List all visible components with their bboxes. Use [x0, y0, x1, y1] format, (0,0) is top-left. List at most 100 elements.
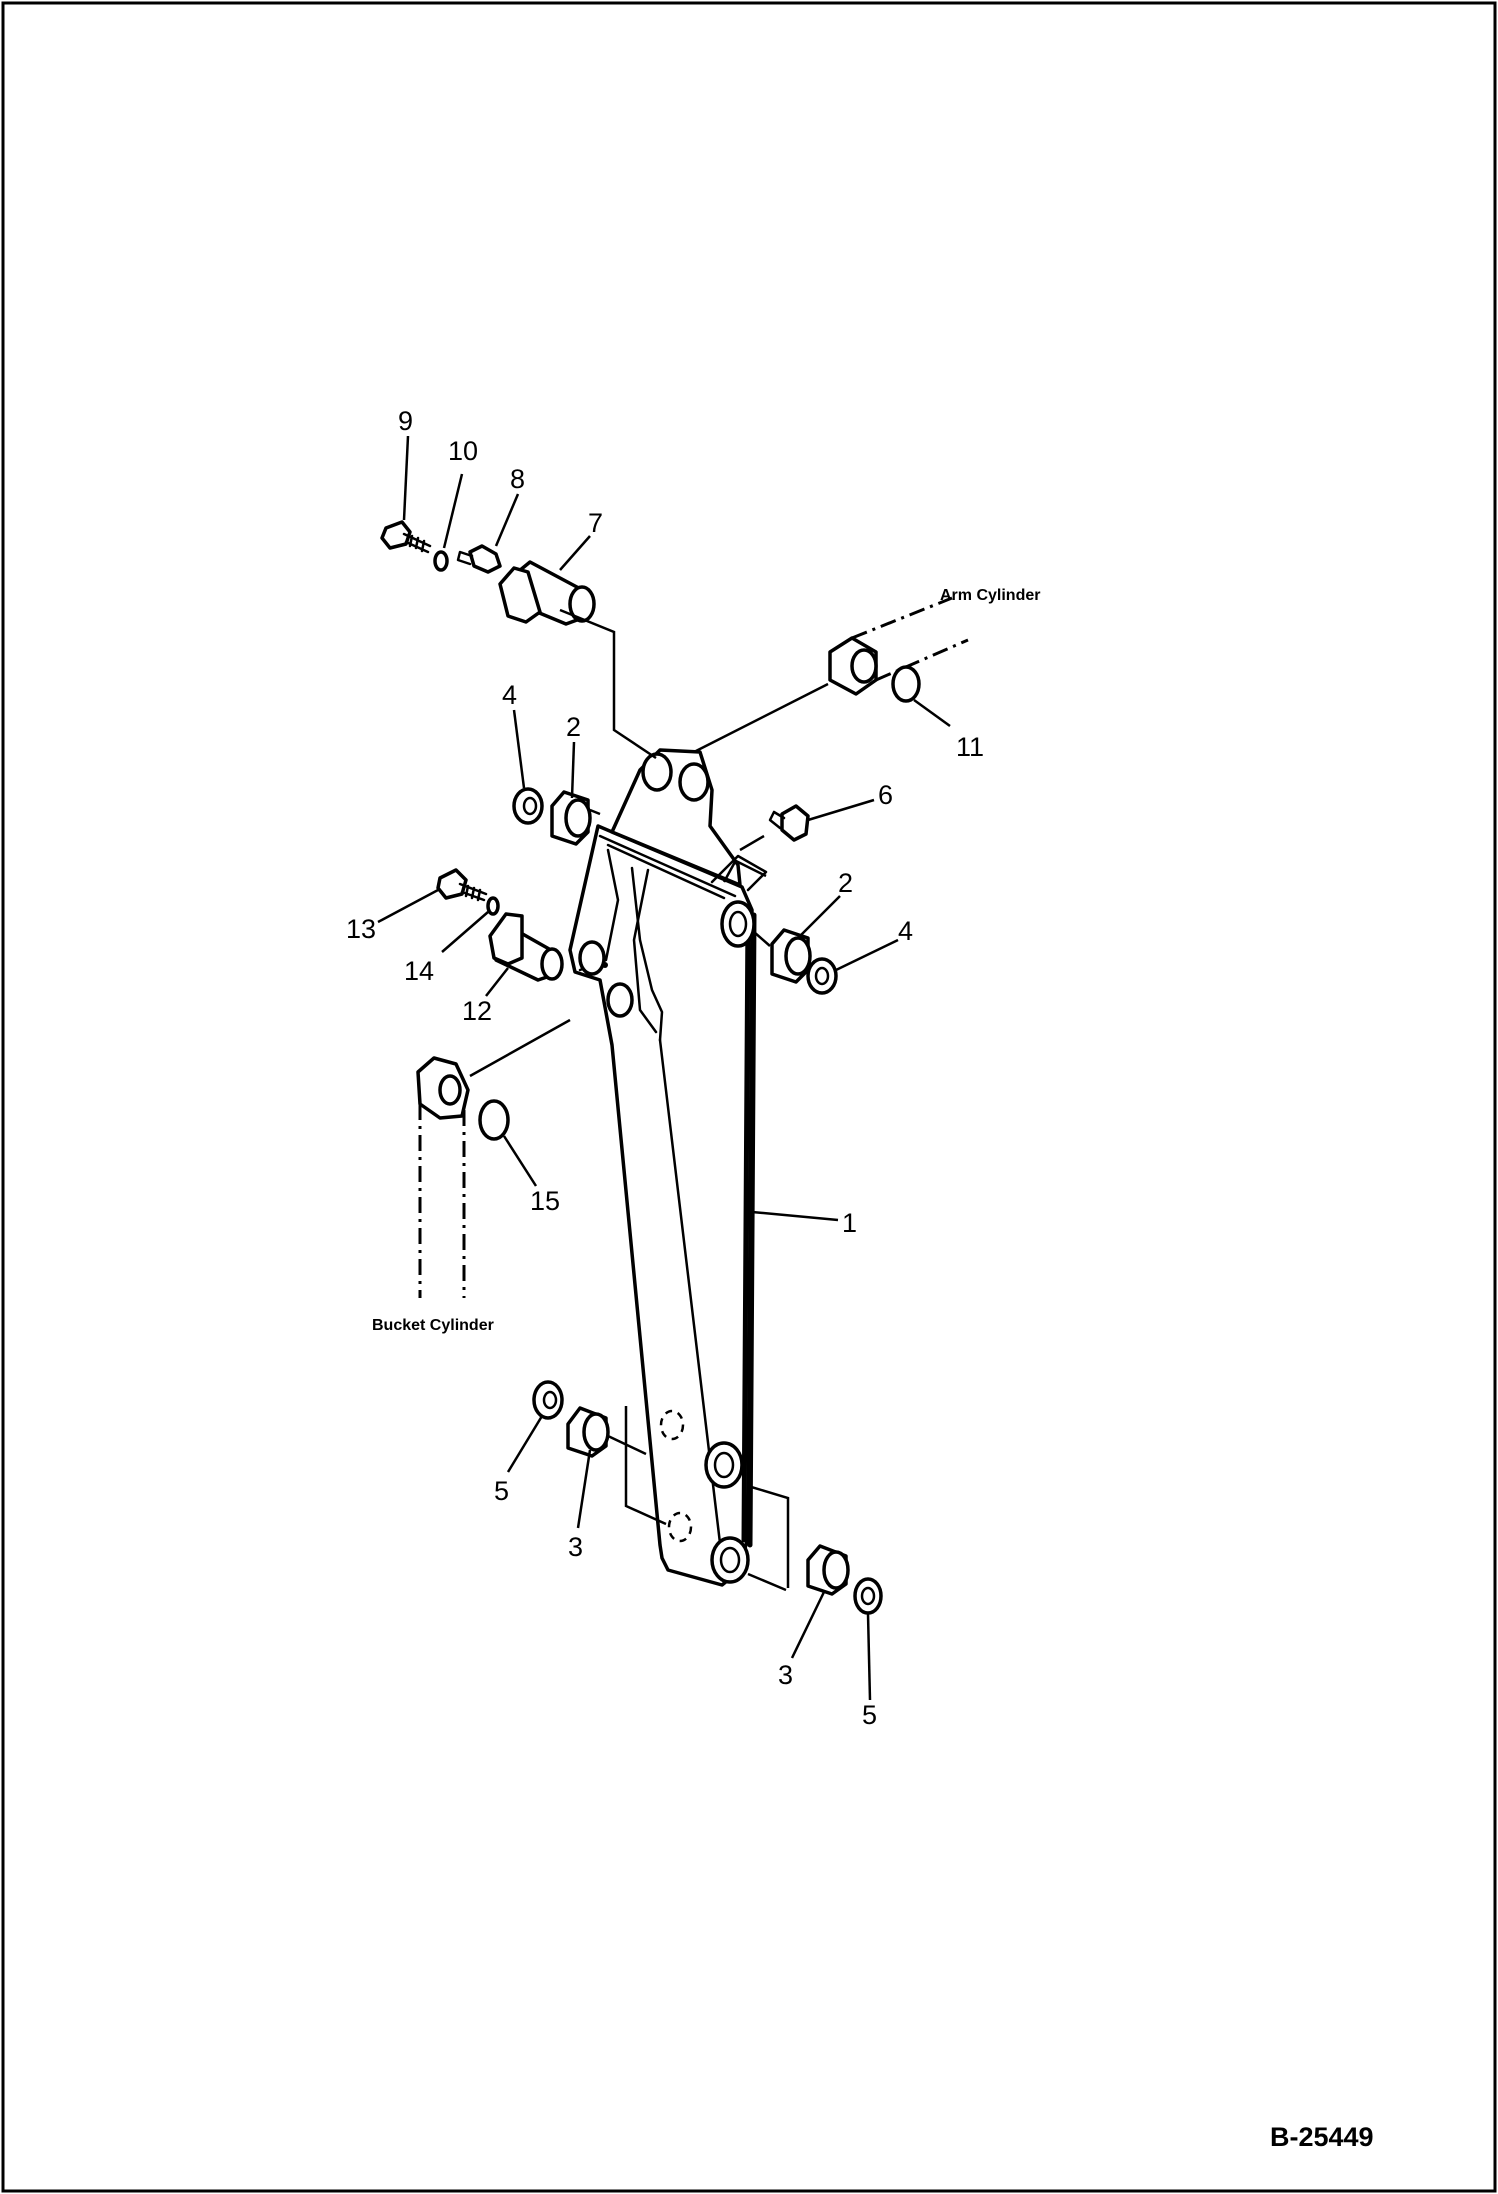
shim-arm-cylinder	[891, 665, 921, 703]
grease-fitting	[780, 804, 810, 842]
seal-upper-left-inner	[522, 796, 538, 816]
callout-2-upper-left: 2	[566, 712, 581, 742]
callout-8: 8	[510, 464, 525, 494]
leader-2a	[570, 741, 576, 799]
leader-13	[377, 888, 439, 924]
leader-6	[807, 798, 875, 822]
upper-left-connector	[589, 808, 601, 816]
bucket-cylinder-note: Bucket Cylinder	[372, 1317, 494, 1334]
leader-4b	[835, 938, 899, 972]
washer-top	[433, 550, 449, 572]
arm-upper-boss-hole-right	[678, 762, 710, 802]
leader-9	[402, 435, 410, 521]
seal-lower-left	[532, 1380, 564, 1420]
callout-14: 14	[404, 956, 434, 986]
leader-lines	[377, 435, 951, 1701]
shim-bucket-cylinder	[478, 1099, 510, 1141]
arm-assembly	[568, 748, 768, 1587]
upper-right-connector	[753, 931, 771, 947]
pin-top-connector	[559, 608, 657, 760]
leader-10	[442, 473, 464, 549]
leader-4a	[512, 709, 526, 789]
lower-left-bracket	[607, 1406, 667, 1526]
callout-9: 9	[398, 406, 413, 436]
arm-lower-boss-2	[710, 1536, 750, 1584]
leader-15	[502, 1135, 538, 1187]
grease-fitting-top-nipple	[456, 550, 474, 566]
leader-8	[494, 493, 520, 547]
seal-lower-right-inner	[860, 1586, 876, 1606]
arm-cylinder-centerline	[851, 596, 969, 682]
arm-bracket-dot	[602, 962, 608, 968]
arm-cylinder-rod-end-face	[850, 648, 878, 684]
arm-hidden-hole-1	[659, 1409, 685, 1441]
fitting-bracket-lines	[710, 854, 768, 892]
drawing-number: B-25449	[1270, 2122, 1374, 2152]
arm-cylinder-group	[693, 596, 969, 754]
callout-12: 12	[462, 996, 492, 1026]
callout-10: 10	[448, 436, 478, 466]
arm-hidden-hole-2	[667, 1511, 693, 1543]
callout-3-lower-left: 3	[568, 1532, 583, 1562]
seal-upper-right	[806, 957, 838, 995]
callout-4-upper-left: 4	[502, 680, 517, 710]
bolt-mid-thread	[458, 882, 488, 902]
arm-upper-boss-hole-left	[641, 752, 673, 792]
lower-right-bracket	[747, 1484, 790, 1592]
callout-labels: 9 10 8 7 11 4 2 6 2 4 13 14 12 15 1 5 3 …	[346, 406, 984, 1730]
arm-boss-hole-right-inner	[728, 910, 748, 938]
assembly-lines	[589, 808, 790, 1592]
callout-2-upper-right: 2	[838, 868, 853, 898]
bushing-upper-right-end	[784, 936, 812, 976]
callout-3-lower-right: 3	[778, 1660, 793, 1690]
seal-lower-left-inner	[542, 1390, 558, 1410]
arm-top-plate	[598, 834, 737, 900]
bushing-lower-right-end	[822, 1550, 850, 1590]
arm-cylinder-connector	[693, 682, 829, 754]
pin-mid-plate	[488, 912, 524, 966]
leader-14	[441, 911, 489, 953]
bucket-cylinder-rod-end-hole	[438, 1074, 462, 1106]
seal-upper-right-inner	[814, 966, 830, 986]
callout-5-lower-right: 5	[862, 1700, 877, 1730]
bucket-cylinder-connector	[469, 1018, 571, 1078]
leader-5a	[506, 1415, 544, 1473]
bushings-and-seals	[512, 787, 883, 1615]
arm-bracket-hole-2	[606, 982, 634, 1018]
grease-fitting-nipple	[768, 810, 786, 830]
callout-15: 15	[530, 1186, 560, 1216]
arm-lower-boss-2-inner	[719, 1546, 741, 1574]
callout-11: 11	[956, 732, 984, 762]
seal-lower-right	[853, 1577, 883, 1615]
callout-1: 1	[842, 1208, 857, 1238]
bushing-lower-left-end	[582, 1412, 610, 1452]
leader-11	[913, 698, 951, 728]
leader-12	[485, 967, 509, 997]
arm-bracket-hole-1	[578, 940, 606, 976]
leader-7	[559, 535, 591, 571]
bolt-top-thread	[402, 532, 432, 554]
callout-5-lower-left: 5	[494, 1476, 509, 1506]
callout-4-upper-right: 4	[898, 916, 913, 946]
bolt-top	[380, 520, 412, 550]
callout-7: 7	[588, 508, 603, 538]
arm-bracket-slot	[632, 868, 658, 1034]
leader-2b	[799, 895, 841, 937]
bucket-cylinder-group	[416, 1018, 571, 1298]
top-pin-set	[380, 520, 657, 760]
leader-5b	[866, 1613, 872, 1701]
bushing-upper-left-end	[564, 798, 592, 838]
pin-mid-end	[540, 947, 564, 981]
callout-13: 13	[346, 914, 376, 944]
seal-upper-left	[512, 787, 544, 825]
fitting-connector	[722, 834, 767, 883]
arm-boss-hole-right	[720, 900, 756, 948]
leader-1	[751, 1210, 839, 1222]
grease-fitting-top	[468, 544, 502, 574]
pin-top-plate	[498, 566, 542, 624]
washer-mid	[486, 896, 500, 916]
bolt-mid	[436, 868, 468, 900]
arm-cylinder-note: Arm Cylinder	[940, 587, 1040, 604]
leader-3b	[790, 1591, 826, 1659]
